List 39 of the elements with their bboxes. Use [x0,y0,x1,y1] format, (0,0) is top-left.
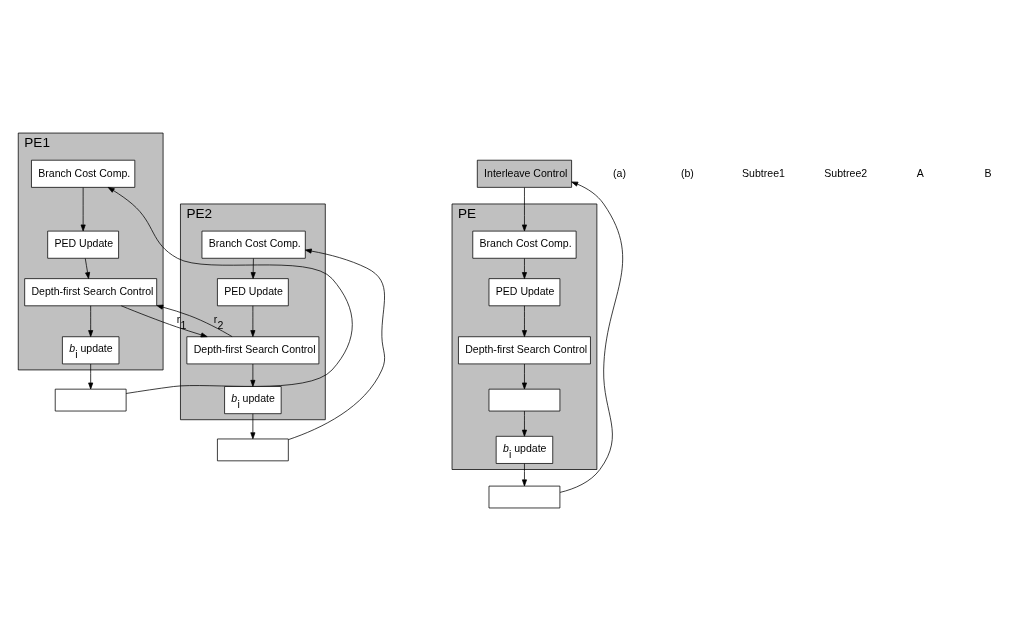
node-box: Branch Cost Comp. [472,230,577,259]
arrow [88,305,94,337]
node-box: Depth-first Search Control [186,336,320,365]
arrow [521,363,527,390]
arrow [559,181,624,493]
arrow [250,305,256,337]
node-box: Branch Cost Comp. [31,159,136,188]
node-box: Depth-first Search Control [24,278,158,307]
arrow [521,258,527,279]
arrow [288,248,385,440]
arrow [88,363,94,390]
node-box: PED Update [47,230,119,259]
label: (b) [680,166,694,179]
arrow [250,413,256,440]
node-box: Depth-first Search Control [458,336,591,365]
node-box [217,438,289,462]
node-box: PED Update [488,278,561,307]
node-box [488,388,561,412]
arrow [250,363,256,387]
label: (a) [613,166,626,179]
node-box: PED Update [217,278,289,307]
arrow [250,258,256,279]
arrow [80,187,86,232]
node-box [488,485,561,509]
arrow [521,410,527,437]
arrow [107,187,353,394]
label: Subtree1 [742,166,785,179]
arrow [156,304,233,337]
arrow [84,258,91,279]
node-box: Branch Cost Comp. [201,230,306,259]
arrow [521,187,527,232]
arrow [120,305,208,338]
node-box: Interleave Control [476,159,572,188]
arrow [521,305,527,337]
arrow [521,463,527,487]
node-box [54,388,127,412]
label: Subtree2 [824,166,868,179]
label: B [984,166,992,179]
label: A [916,166,924,179]
